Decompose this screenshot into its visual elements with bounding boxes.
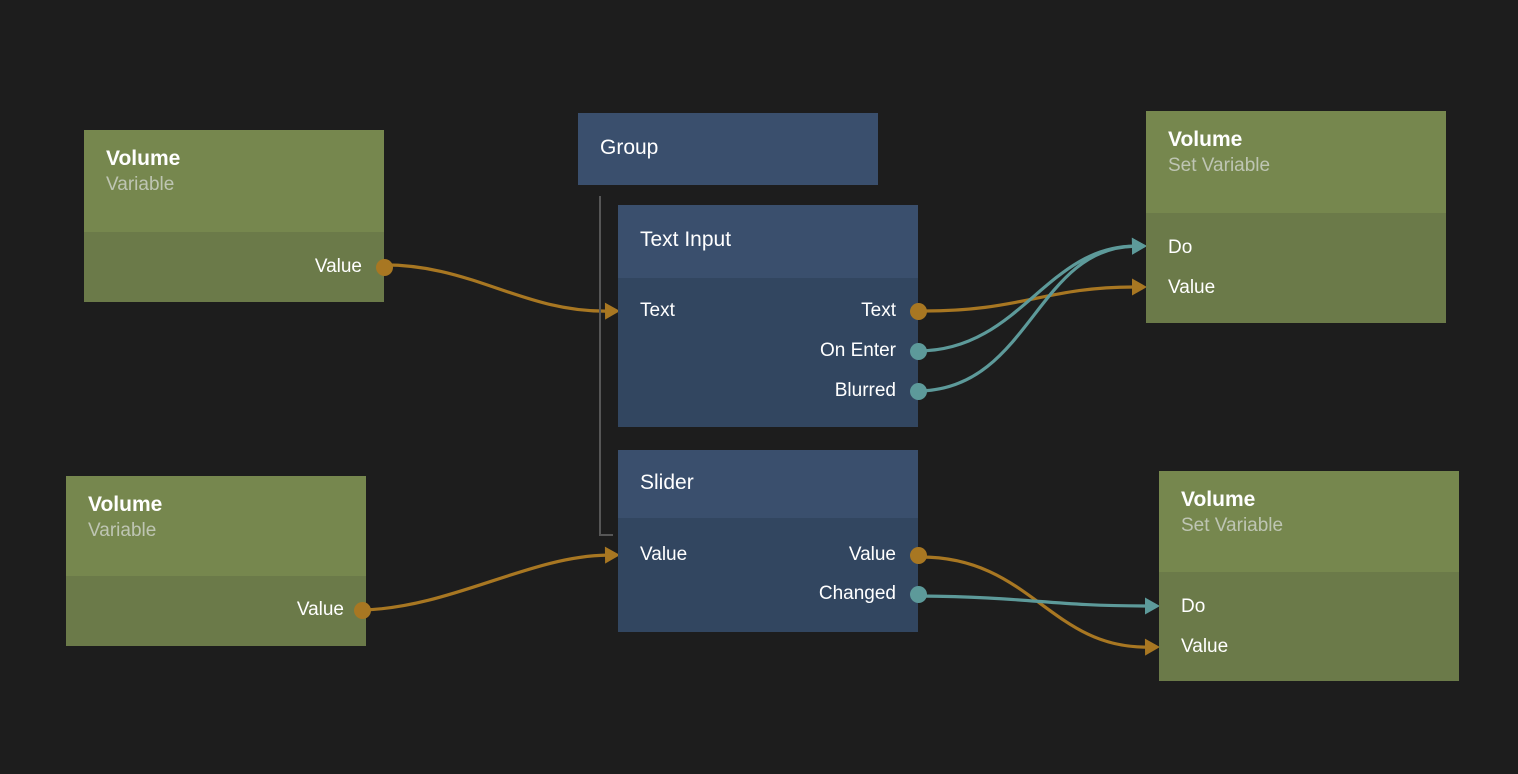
port-label: Text bbox=[861, 300, 896, 321]
edge-slider-changed-to-set-volume-do[interactable] bbox=[917, 594, 1149, 608]
edge-arrowhead-text-input-text-to-set-volume-value bbox=[1132, 278, 1147, 296]
port-out-text[interactable]: Text bbox=[861, 301, 896, 321]
node-body: Value Value Changed bbox=[618, 518, 927, 632]
edge-text-input-blurred-to-set-volume-do[interactable] bbox=[917, 244, 1136, 393]
node-volume-set-variable-top[interactable]: Volume Set Variable Do Value bbox=[1146, 111, 1446, 323]
node-header: Volume Variable bbox=[84, 130, 384, 232]
edge-arrowhead-text-input-blurred-to-set-volume-do bbox=[1131, 237, 1148, 255]
node-title: Slider bbox=[640, 471, 694, 494]
edge-slider-value-to-set-volume-value[interactable] bbox=[917, 555, 1149, 649]
port-out-changed[interactable]: Changed bbox=[819, 584, 896, 604]
port-label: On Enter bbox=[819, 340, 896, 361]
node-group[interactable]: Group bbox=[578, 113, 878, 185]
port-in-value[interactable]: Value bbox=[1181, 637, 1228, 657]
port-in-do[interactable]: Do bbox=[1181, 597, 1205, 617]
node-header: Slider bbox=[618, 450, 918, 518]
node-subtitle: Set Variable bbox=[1181, 515, 1284, 536]
node-header: Text Input bbox=[618, 205, 918, 278]
node-title: Volume bbox=[106, 147, 181, 170]
port-label: Do bbox=[1181, 596, 1206, 617]
edge-arrowhead-slider-value-to-set-volume-value bbox=[1144, 638, 1160, 656]
edge-arrowhead-slider-changed-to-set-volume-do bbox=[1145, 597, 1160, 615]
group-hierarchy-bracket bbox=[599, 196, 613, 536]
port-label: Value bbox=[314, 256, 362, 277]
node-volume-set-variable-bottom[interactable]: Volume Set Variable Do Value bbox=[1159, 471, 1459, 681]
node-volume-variable-top[interactable]: Volume Variable Value bbox=[84, 130, 393, 302]
port-dot-value[interactable] bbox=[353, 601, 371, 619]
node-subtitle: Set Variable bbox=[1168, 155, 1271, 176]
port-label: Do bbox=[1168, 237, 1193, 258]
node-header: Volume Variable bbox=[66, 476, 366, 576]
node-body: Text Text On Enter Blurred bbox=[618, 278, 927, 427]
port-label: Value bbox=[296, 599, 344, 620]
port-out-on-enter[interactable]: On Enter bbox=[820, 341, 896, 361]
edge-arrowhead-text-input-on-enter-to-set-volume-do bbox=[1131, 237, 1147, 255]
port-label: Text bbox=[640, 300, 675, 321]
port-in-do[interactable]: Do bbox=[1168, 238, 1192, 258]
node-header: Volume Set Variable bbox=[1159, 471, 1459, 572]
port-label: Value bbox=[848, 544, 896, 565]
port-label: Value bbox=[640, 544, 688, 565]
node-subtitle: Variable bbox=[106, 174, 175, 195]
node-body: Do Value bbox=[1146, 213, 1446, 323]
node-body: Value bbox=[66, 576, 371, 646]
port-in-value[interactable]: Value bbox=[1168, 278, 1215, 298]
port-out-blurred[interactable]: Blurred bbox=[835, 381, 896, 401]
node-volume-variable-bottom[interactable]: Volume Variable Value bbox=[66, 476, 371, 646]
node-title: Volume bbox=[88, 493, 163, 516]
port-dot-blurred[interactable] bbox=[909, 382, 927, 400]
node-subtitle: Variable bbox=[88, 520, 157, 541]
port-dot-text[interactable] bbox=[909, 302, 927, 320]
port-dot-value[interactable] bbox=[375, 258, 393, 276]
node-title: Volume bbox=[1181, 488, 1256, 511]
port-label: Changed bbox=[818, 583, 896, 604]
edge-volume-bottom-value-to-slider-value[interactable] bbox=[360, 553, 609, 612]
port-out-value[interactable]: Value bbox=[849, 545, 896, 565]
node-header: Volume Set Variable bbox=[1146, 111, 1446, 213]
port-dot-changed[interactable] bbox=[909, 585, 927, 603]
port-in-value[interactable]: Value bbox=[640, 545, 687, 565]
port-in-text[interactable]: Text bbox=[640, 301, 675, 321]
port-label: Value bbox=[1168, 277, 1216, 298]
node-title: Text Input bbox=[640, 228, 732, 251]
node-text-input[interactable]: Text Input Text Text On Enter Blurred bbox=[618, 205, 927, 427]
node-body: Value bbox=[84, 232, 393, 302]
port-out-value[interactable]: Value bbox=[297, 600, 344, 620]
port-dot-on-enter[interactable] bbox=[909, 342, 927, 360]
node-slider[interactable]: Slider Value Value Changed bbox=[618, 450, 927, 632]
edge-volume-top-value-to-text-input-text[interactable] bbox=[374, 263, 609, 313]
port-out-value[interactable]: Value bbox=[315, 257, 362, 277]
node-body: Do Value bbox=[1159, 572, 1459, 681]
port-label: Blurred bbox=[834, 380, 896, 401]
node-header: Group bbox=[578, 113, 878, 185]
node-title: Group bbox=[600, 136, 659, 159]
node-title: Volume bbox=[1168, 128, 1243, 151]
edge-text-input-on-enter-to-set-volume-do[interactable] bbox=[917, 244, 1136, 353]
edge-text-input-text-to-set-volume-value[interactable] bbox=[917, 285, 1136, 313]
port-dot-value[interactable] bbox=[909, 546, 927, 564]
port-label: Value bbox=[1181, 636, 1229, 657]
